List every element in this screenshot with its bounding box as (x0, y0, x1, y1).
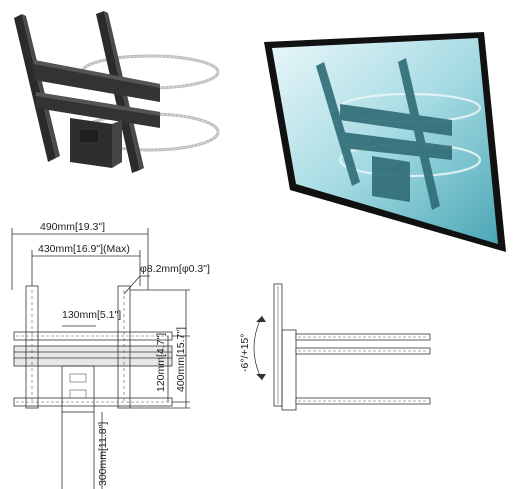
tv-render (264, 32, 506, 252)
tilt-arc (253, 315, 263, 381)
dim-hole-diameter: φ8.2mm[φ0.3"] (140, 263, 210, 275)
dim-height-small: 120mm[4.7"] (155, 333, 167, 392)
left-vertical-arm (14, 14, 56, 162)
tilt-range-label: -6°/+15° (239, 334, 251, 372)
tv-mount-rail-bottom (342, 132, 452, 160)
dim-width-inner: 430mm[16.9"](Max) (38, 243, 130, 255)
pole-bracket-box (70, 118, 112, 168)
dim-rail-gap: 130mm[5.1"] (62, 309, 121, 321)
side-bracket (281, 329, 297, 411)
dim-width-outer: 490mm[19.3"] (40, 221, 105, 233)
front-pole-bracket (61, 365, 95, 413)
front-view-drawing: 490mm[19.3"] 430mm[16.9"](Max) φ8.2mm[φ0… (11, 221, 210, 489)
horizontal-rail-top (34, 60, 160, 102)
tv-mount-left-arm (316, 62, 360, 186)
dim-height-large: 400mm[15.7"] (175, 327, 187, 392)
tv-mount-right-arm (398, 58, 440, 210)
tv-mount-box (372, 156, 410, 202)
front-right-arm (117, 285, 131, 409)
tv-mount-rail-top (340, 104, 452, 136)
mount-render (14, 11, 220, 173)
side-view-drawing: -6°/+15° (239, 283, 431, 411)
side-arms (295, 333, 431, 405)
dim-drop-height: 300mm[11.8"] (97, 422, 109, 486)
